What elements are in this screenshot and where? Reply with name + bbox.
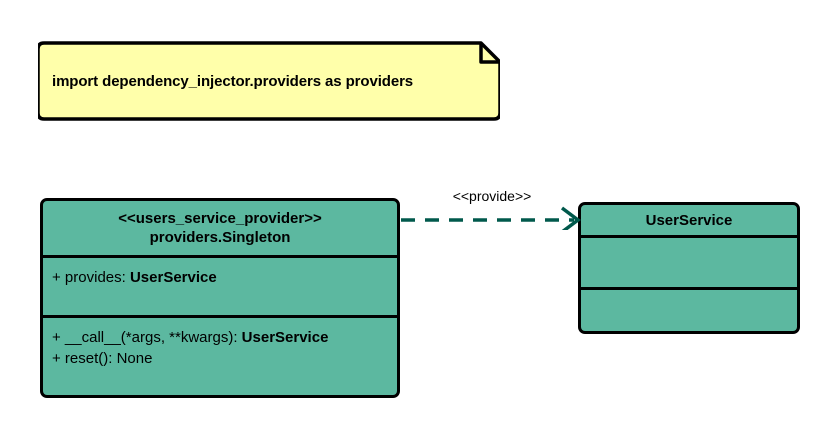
relationship-label: <<provide>>	[452, 188, 532, 204]
operation-label: + reset(): None	[52, 350, 153, 367]
class-name: UserService	[645, 211, 733, 229]
attribute-type: UserService	[129, 269, 217, 286]
uml-note[interactable]: import dependency_injector.providers as …	[38, 40, 500, 122]
dependency-arrow-icon[interactable]	[398, 186, 586, 230]
class-box-user-service[interactable]: UserService	[578, 202, 800, 334]
note-text: import dependency_injector.providers as …	[52, 72, 414, 90]
attribute-row: + provides: UserService	[52, 267, 388, 288]
class-stereotype: <<users_service_provider>>	[118, 210, 322, 227]
class-operations-compartment: + __call__(*args, **kwargs): UserService…	[43, 318, 397, 395]
class-attributes-compartment	[581, 238, 797, 290]
attribute-label: + provides:	[52, 269, 130, 286]
class-operations-compartment	[581, 290, 797, 328]
operation-row: + reset(): None	[52, 348, 388, 369]
class-box-users-service-provider[interactable]: <<users_service_provider>> providers.Sin…	[40, 198, 400, 398]
operation-label: + __call__(*args, **kwargs):	[52, 329, 242, 346]
operation-type: UserService	[241, 329, 329, 346]
class-attributes-compartment: + provides: UserService	[43, 258, 397, 318]
class-header-compartment: UserService	[581, 205, 797, 238]
class-name: providers.Singleton	[149, 229, 291, 246]
operation-row: + __call__(*args, **kwargs): UserService	[52, 327, 388, 348]
class-header-compartment: <<users_service_provider>> providers.Sin…	[43, 201, 397, 258]
note-shape-icon	[38, 41, 500, 121]
